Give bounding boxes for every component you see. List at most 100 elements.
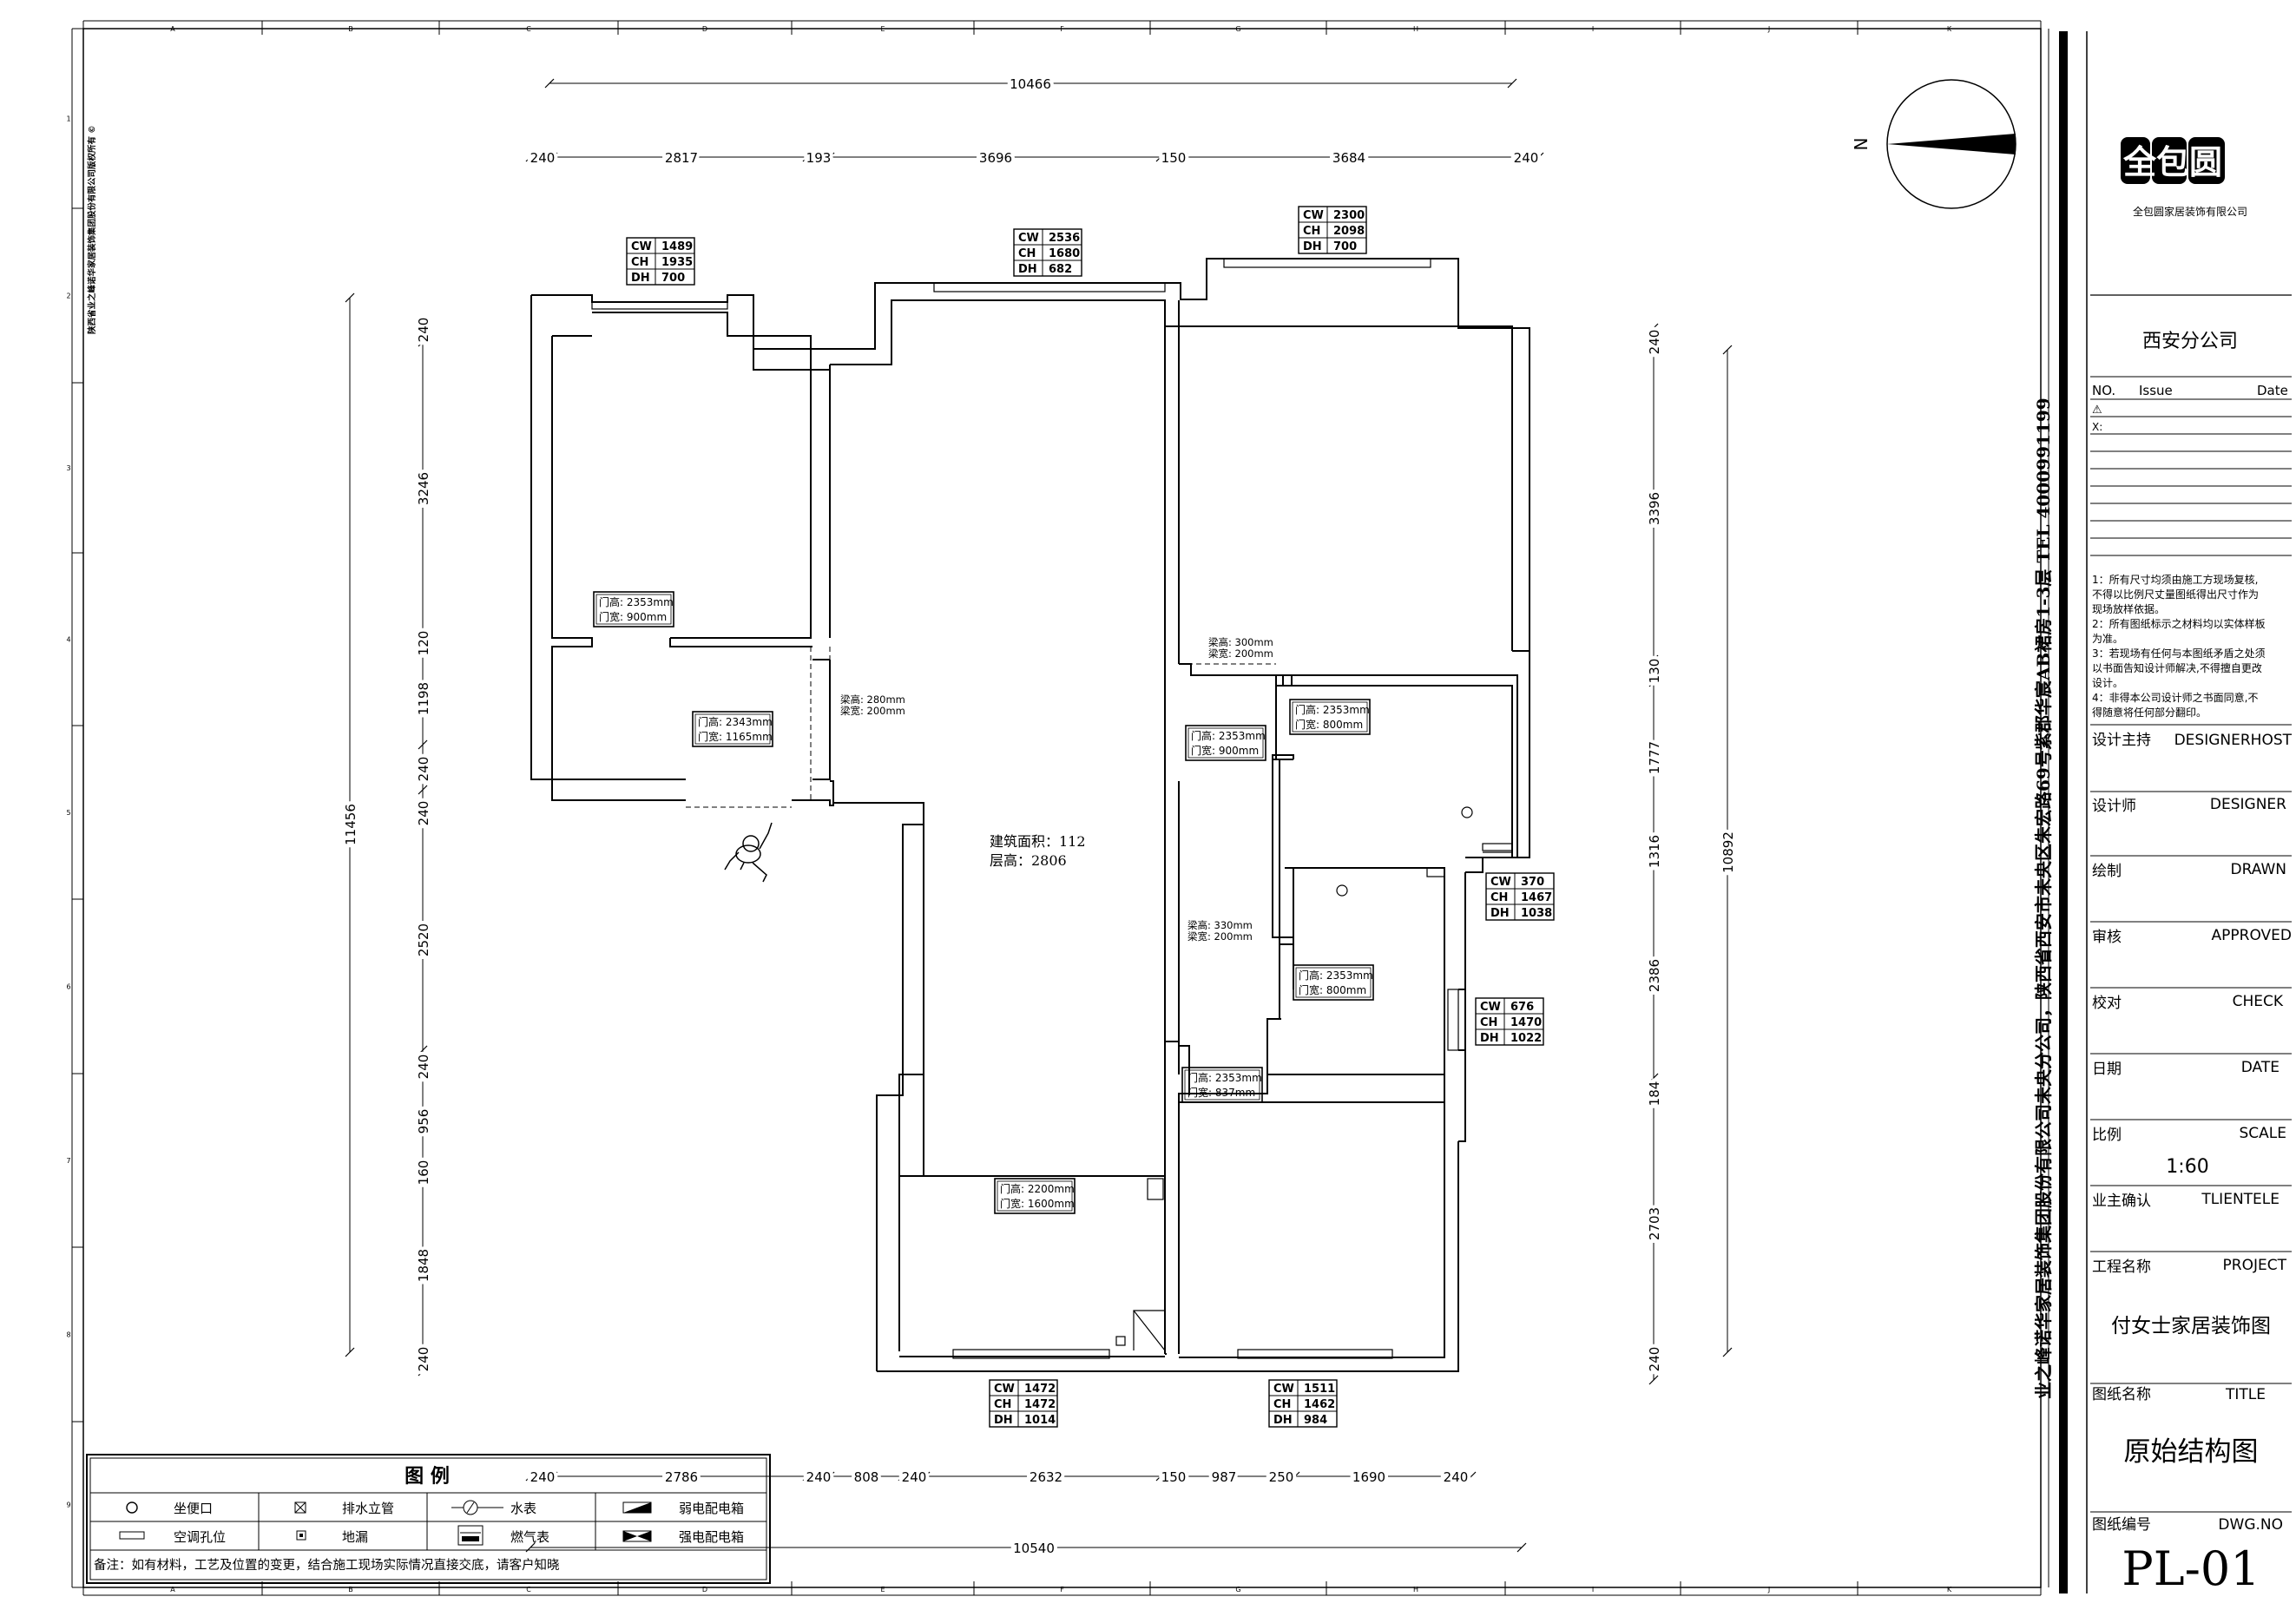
grid-col-label: B bbox=[348, 25, 353, 33]
door-tags: 门高: 2353mm 门宽: 900mm 门高: 2343mm 门宽: 1165… bbox=[593, 591, 1374, 1214]
client-en: TLIENTELE bbox=[2201, 1191, 2280, 1208]
title-value: 原始结构图 bbox=[2124, 1436, 2259, 1468]
compass-arrow-icon bbox=[1887, 134, 2016, 154]
beam-width: 梁宽: 200mm bbox=[1187, 930, 1253, 943]
grid-row-label: 4 bbox=[66, 636, 70, 644]
dim-tick bbox=[1648, 833, 1659, 844]
scale-cn: 比例 bbox=[2092, 1127, 2122, 1144]
door-tag: 门高: 2353mm 门宽: 800mm bbox=[1293, 964, 1374, 1001]
dim-tick bbox=[418, 1366, 428, 1377]
dim-tick bbox=[418, 1160, 428, 1170]
dim-bottom-1: 2786 bbox=[665, 1469, 698, 1485]
grid-row-label: 2 bbox=[66, 292, 70, 300]
grid-col-label: C bbox=[526, 1586, 531, 1593]
grid-row-label: 8 bbox=[66, 1331, 70, 1339]
beam-labels: 梁高: 280mm 梁宽: 200mm 梁高: 300mm 梁宽: 200mm … bbox=[840, 636, 1273, 943]
note-line: 3：若现场有任何与本图纸矛盾之处须 bbox=[2092, 647, 2266, 660]
approved-cn: 审核 bbox=[2092, 929, 2122, 946]
dim-bottom-4: 240 bbox=[902, 1469, 927, 1485]
window-key-cw: CW bbox=[1480, 1001, 1501, 1014]
window-cw: 2300 bbox=[1333, 209, 1365, 222]
dim-right-total: 10892 bbox=[1720, 831, 1736, 873]
dim-top-4: 150 bbox=[1161, 150, 1187, 166]
north-compass: N bbox=[1851, 79, 2016, 209]
general-notes: 1：所有尺寸均须由施工方现场复核, 不得以比例尺丈量图纸得出尺寸作为 现场放样依… bbox=[2092, 573, 2266, 719]
window-ch: 2098 bbox=[1333, 225, 1365, 238]
door-width: 门宽: 900mm bbox=[1191, 744, 1259, 757]
dim-right-3: 1777 bbox=[1647, 741, 1662, 774]
project-value: 付女士家居装饰图 bbox=[2111, 1315, 2271, 1337]
legend-toilet-icon bbox=[126, 1501, 138, 1514]
dim-tick bbox=[1648, 1375, 1659, 1385]
window-cw: 1472 bbox=[1024, 1383, 1056, 1396]
dim-right-7: 2703 bbox=[1647, 1207, 1662, 1240]
grid-col-label: D bbox=[702, 1586, 707, 1593]
dims-top: 240 2817 193 3696 150 3684 240 bbox=[527, 147, 1543, 169]
window-cw: 370 bbox=[1521, 876, 1544, 889]
dim-tick bbox=[418, 1177, 428, 1187]
dim-tick bbox=[1178, 1471, 1188, 1482]
door-width: 门宽: 1165mm bbox=[698, 730, 773, 743]
copyright-text: 陕西省业之峰诺华家居装饰集团股份有限公司版权所有 © bbox=[87, 125, 97, 334]
legend-water-meter-icon bbox=[451, 1500, 503, 1515]
grid-col-label: B bbox=[348, 1586, 353, 1593]
door-width: 门宽: 800mm bbox=[1299, 983, 1366, 996]
dim-bottom-3: 808 bbox=[854, 1469, 879, 1485]
design-head-cn: 设计主持 bbox=[2092, 732, 2151, 749]
legend-item-7: 强电配电箱 bbox=[679, 1529, 744, 1545]
note-line: 2：所有图纸标示之材料均以实体样板 bbox=[2092, 617, 2266, 630]
fixtures bbox=[1115, 806, 1473, 1351]
designer-en: DESIGNER bbox=[2210, 796, 2286, 813]
dim-tick bbox=[1648, 858, 1659, 869]
toilet-outlet-icon bbox=[1461, 806, 1473, 818]
dims-left: 240 3246 120 1198 240 240 2520 240 956 1… bbox=[412, 314, 435, 1376]
dim-tick bbox=[1155, 152, 1166, 162]
dim-tick bbox=[898, 1471, 908, 1482]
beam-width: 梁宽: 200mm bbox=[840, 705, 905, 717]
grid-col-label: F bbox=[1060, 1586, 1064, 1593]
dim-left-4: 240 bbox=[416, 757, 431, 782]
logo-subtitle: 全包圆家居装饰有限公司 bbox=[2133, 205, 2247, 218]
dim-left-5: 240 bbox=[416, 801, 431, 826]
dim-top-6: 240 bbox=[1514, 150, 1539, 166]
grid-col-label: I bbox=[1592, 25, 1594, 33]
dim-tick bbox=[1534, 152, 1544, 162]
window-cw: 676 bbox=[1510, 1001, 1534, 1014]
dim-tick bbox=[418, 785, 428, 795]
dim-tick bbox=[1648, 323, 1659, 333]
window-dh: 1014 bbox=[1024, 1414, 1056, 1427]
grid-col-label: K bbox=[1947, 1586, 1952, 1593]
window-ch: 1935 bbox=[661, 256, 693, 269]
dim-tick bbox=[418, 1066, 428, 1076]
dim-top-1: 2817 bbox=[665, 150, 698, 166]
dim-top-3: 3696 bbox=[979, 150, 1012, 166]
check-cn: 校对 bbox=[2092, 995, 2122, 1012]
grid-row-label: 7 bbox=[66, 1157, 70, 1165]
grid-col-label: G bbox=[1235, 25, 1240, 33]
design-head-en: DESIGNERHOST bbox=[2174, 732, 2293, 749]
drawn-en: DRAWN bbox=[2231, 861, 2286, 878]
legend-ac-hole-icon bbox=[119, 1531, 145, 1540]
grid-col-label: H bbox=[1413, 25, 1418, 33]
dim-tick bbox=[418, 1045, 428, 1055]
area-label: 建筑面积：112 bbox=[990, 833, 1086, 850]
dwg-cn: 图纸编号 bbox=[2092, 1516, 2151, 1534]
dim-bottom-10: 240 bbox=[1444, 1469, 1469, 1485]
dim-left-10: 1848 bbox=[416, 1249, 431, 1282]
window-ch: 1467 bbox=[1521, 891, 1552, 904]
door-tag: 门高: 2353mm 门宽: 800mm bbox=[1289, 699, 1371, 735]
dim-left-9: 160 bbox=[416, 1160, 431, 1186]
window-key-cw: CW bbox=[994, 1383, 1015, 1396]
beam-width: 梁宽: 200mm bbox=[1208, 647, 1273, 660]
door-tag: 门高: 2353mm 门宽: 837mm bbox=[1181, 1067, 1263, 1103]
dim-tick bbox=[525, 1471, 536, 1482]
grid-row-label: 1 bbox=[66, 115, 70, 123]
door-tag: 门高: 2200mm 门宽: 1600mm bbox=[994, 1178, 1076, 1214]
legend-gas-meter-icon bbox=[457, 1525, 484, 1546]
door-height: 门高: 2353mm bbox=[1191, 729, 1266, 742]
window-key-ch: CH bbox=[1480, 1016, 1497, 1029]
dim-tick bbox=[1507, 78, 1517, 89]
